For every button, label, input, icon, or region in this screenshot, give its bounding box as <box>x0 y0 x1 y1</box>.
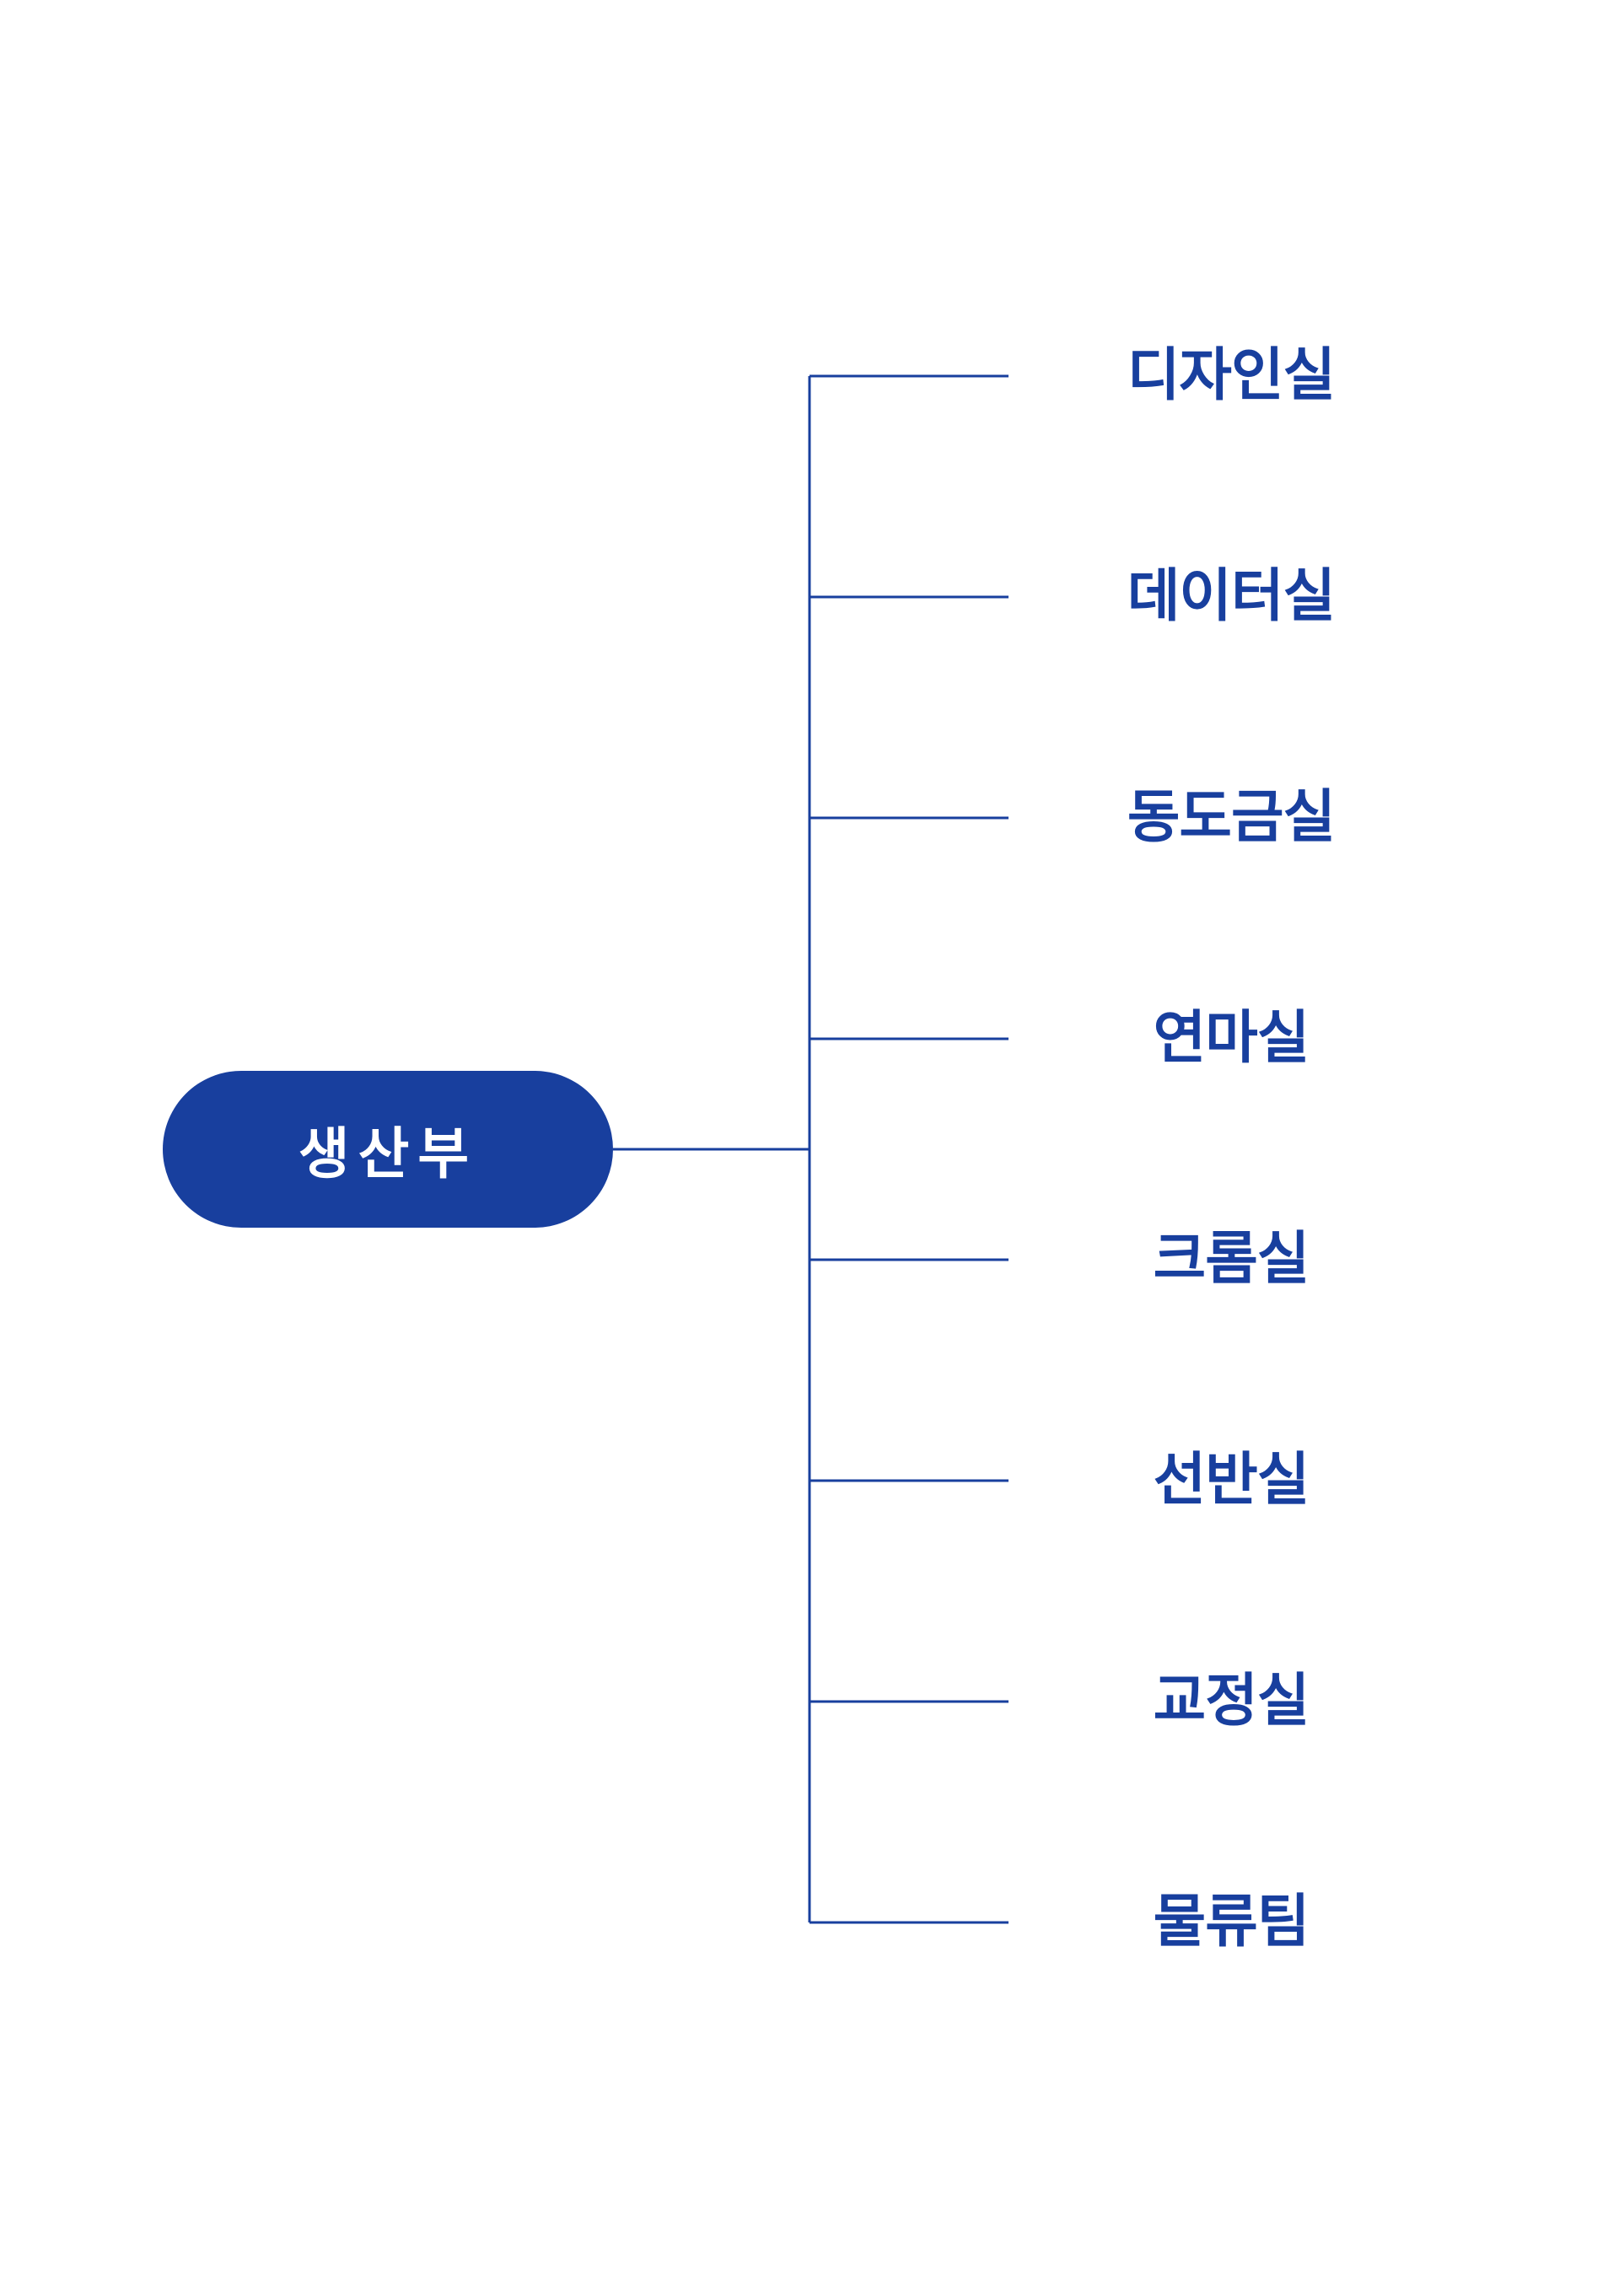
root-node-label: 생산부 <box>298 1121 478 1186</box>
branch-label-design: 디자인실 <box>1127 342 1336 409</box>
branch-label-polishing: 연마실 <box>1153 1005 1310 1072</box>
branch-label-copper-plating: 동도금실 <box>1127 784 1336 851</box>
branch-connectors <box>810 374 1009 1924</box>
branch-label-chrome: 크롬실 <box>1153 1226 1310 1293</box>
root-node: 생산부 <box>163 1071 613 1228</box>
branch-label-data: 데이터실 <box>1127 563 1336 630</box>
branch-label-proofing: 교정실 <box>1153 1668 1310 1734</box>
branch-label-logistics: 물류팀 <box>1153 1889 1310 1955</box>
branch-label-lathe: 선반실 <box>1153 1447 1310 1514</box>
